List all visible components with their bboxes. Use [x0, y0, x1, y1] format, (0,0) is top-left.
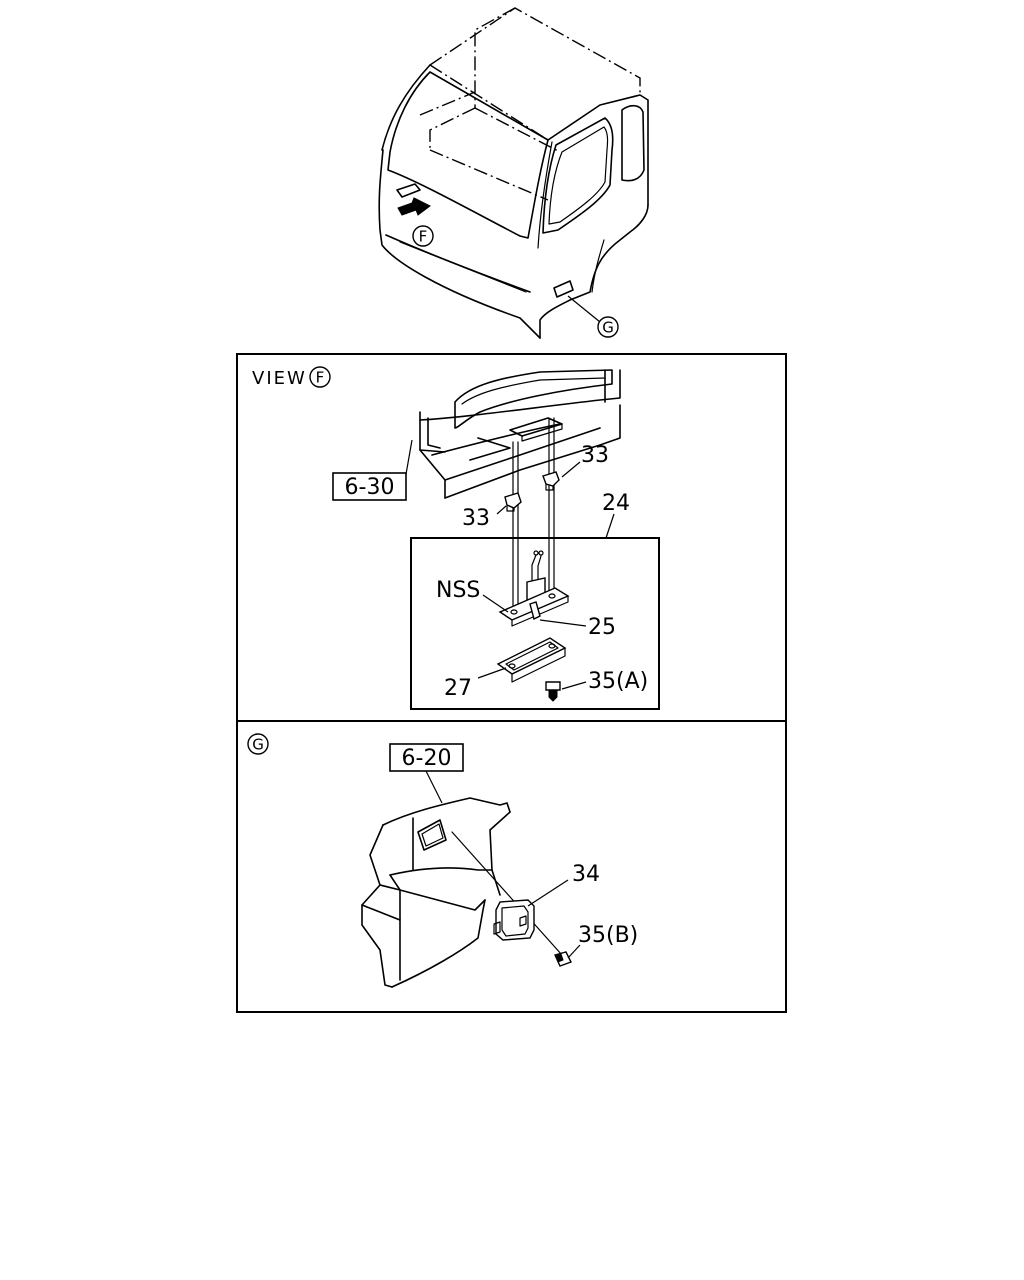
part-label-nss: NSS	[436, 578, 480, 603]
assembly-24-box	[410, 537, 660, 710]
part-label-27: 27	[444, 676, 472, 701]
callout-f-label: F	[419, 228, 428, 246]
view-f-panel: VIEW F 6-30 33 33	[252, 366, 660, 710]
part-label-33-upper: 33	[581, 443, 609, 468]
part-label-34: 34	[572, 862, 600, 887]
part-label-25: 25	[588, 615, 616, 640]
ref-box-6-30: 6-30	[345, 475, 395, 500]
view-f-title: VIEW	[252, 368, 307, 389]
diagram-frame	[236, 353, 787, 1013]
part-label-24: 24	[602, 491, 630, 516]
view-f-title-circle: F	[316, 369, 325, 387]
callout-g-label: G	[602, 319, 614, 337]
part-label-33-lower: 33	[462, 506, 490, 531]
ref-box-6-20: 6-20	[402, 746, 452, 771]
part-label-35b: 35(B)	[578, 923, 638, 948]
view-g-title-circle: G	[252, 736, 264, 754]
cab-overview: F G	[378, 7, 649, 339]
view-g-panel: G 6-20 34 35(B)	[247, 733, 638, 988]
part-label-35a: 35(A)	[588, 669, 648, 694]
